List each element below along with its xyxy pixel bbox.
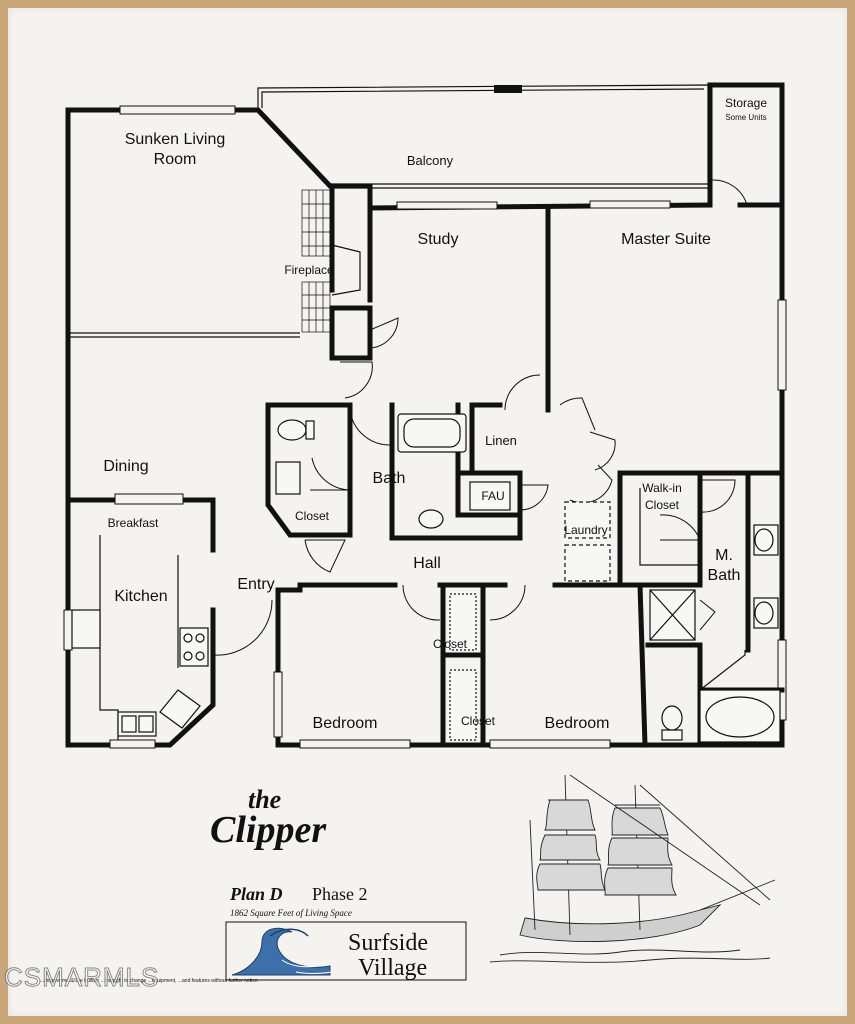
room-label-hall: Hall — [413, 555, 441, 572]
room-label-breakfast: Breakfast — [108, 516, 159, 530]
fireplace-hearth — [301, 189, 361, 333]
room-label-bedroom-left: Bedroom — [313, 715, 378, 732]
logo-surfside: Surfside — [348, 930, 428, 956]
room-label-m-bath-2: Bath — [708, 567, 741, 584]
room-label-storage: Storage — [725, 96, 767, 110]
room-label-balcony: Balcony — [407, 153, 454, 168]
room-label-study: Study — [418, 231, 459, 248]
room-label-walk-in-2: Closet — [645, 498, 680, 512]
room-label-bath: Bath — [373, 470, 406, 487]
title-block: the Clipper Plan D Phase 2 1862 Square F… — [210, 785, 368, 918]
room-label-m-bath-1: M. — [715, 547, 733, 564]
room-label-fau: FAU — [481, 489, 504, 503]
room-label-linen: Linen — [485, 433, 517, 448]
disclaimer-text: ...improvement, the builder ...the right… — [40, 978, 259, 984]
room-label-storage-note: Some Units — [725, 113, 766, 122]
title-plan: Plan D — [229, 884, 283, 904]
fixtures — [71, 413, 781, 743]
room-label-closet-bath: Closet — [295, 509, 330, 523]
wave-icon — [231, 927, 333, 976]
room-label-kitchen: Kitchen — [114, 588, 167, 605]
room-label-closet-lower: Closet — [461, 714, 496, 728]
title-phase: Phase 2 — [312, 884, 368, 904]
room-label-entry: Entry — [237, 576, 274, 593]
room-label-master-suite: Master Suite — [621, 231, 711, 248]
windows — [63, 105, 787, 749]
title-the: the — [248, 785, 281, 814]
title-name: Clipper — [210, 809, 327, 851]
room-labels: Sunken Living Room Balcony Storage Some … — [103, 96, 767, 732]
watermark: CSMARMLS — [3, 962, 160, 993]
room-label-living-2: Room — [154, 151, 197, 168]
room-label-living-1: Sunken Living — [125, 131, 226, 148]
room-label-dining: Dining — [103, 458, 148, 475]
floor-plan-sheet: Sunken Living Room Balcony Storage Some … — [3, 8, 847, 1016]
floor-plan: Sunken Living Room Balcony Storage Some … — [40, 82, 787, 984]
room-label-bedroom-right: Bedroom — [545, 715, 610, 732]
room-label-laundry: Laundry — [564, 523, 607, 537]
doors — [212, 179, 748, 656]
room-label-walk-in-1: Walk-in — [642, 481, 682, 495]
logo-village: Village — [358, 955, 427, 981]
clipper-ship-illustration — [489, 774, 776, 963]
room-label-closet-upper: Closet — [433, 637, 468, 651]
balcony-outline — [257, 84, 709, 189]
room-label-fireplace: Fireplace — [284, 263, 334, 277]
title-area: 1862 Square Feet of Living Space — [230, 908, 352, 918]
surfside-village-logo: Surfside Village — [225, 921, 467, 981]
interior-walls — [68, 183, 785, 748]
